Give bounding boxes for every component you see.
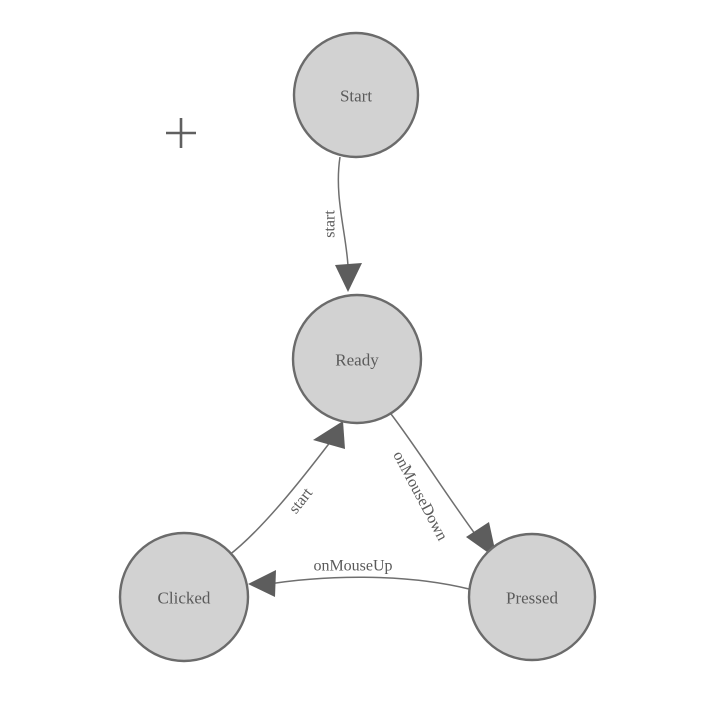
edge-label-clicked-to-ready: start	[286, 484, 317, 517]
node-ready[interactable]: Ready	[291, 293, 423, 425]
node-clicked-label: Clicked	[158, 589, 211, 608]
node-pressed-label: Pressed	[506, 589, 558, 608]
node-ready-label: Ready	[335, 351, 379, 370]
edge-path-start-to-ready	[337, 156, 349, 267]
node-clicked-circle[interactable]	[118, 531, 250, 663]
edge-ready-to-pressed[interactable]: onMouseDown	[389, 413, 497, 559]
edge-start-to-ready[interactable]: start	[322, 156, 363, 292]
crosshair-icon	[166, 118, 196, 148]
edge-label-pressed-to-clicked: onMouseUp	[313, 558, 392, 575]
node-start-circle[interactable]	[292, 31, 420, 159]
node-pressed[interactable]: Pressed	[467, 532, 597, 662]
arrowhead-into-ready-from-clicked	[313, 421, 345, 449]
node-start-label: Start	[340, 87, 372, 106]
edge-path-clicked-to-ready	[227, 440, 332, 557]
node-start[interactable]: Start	[292, 31, 420, 159]
edge-label-ready-to-pressed: onMouseDown	[389, 448, 450, 543]
arrowhead-into-ready-from-start	[335, 263, 362, 292]
edge-clicked-to-ready[interactable]: start	[227, 421, 345, 557]
edge-path-pressed-to-clicked	[262, 576, 470, 590]
node-clicked[interactable]: Clicked	[118, 531, 250, 663]
arrowhead-into-clicked	[248, 570, 276, 597]
node-pressed-circle[interactable]	[467, 532, 597, 662]
node-ready-circle[interactable]	[291, 293, 423, 425]
edge-label-start-to-ready: start	[322, 210, 339, 238]
edge-pressed-to-clicked[interactable]: onMouseUp	[248, 558, 470, 598]
